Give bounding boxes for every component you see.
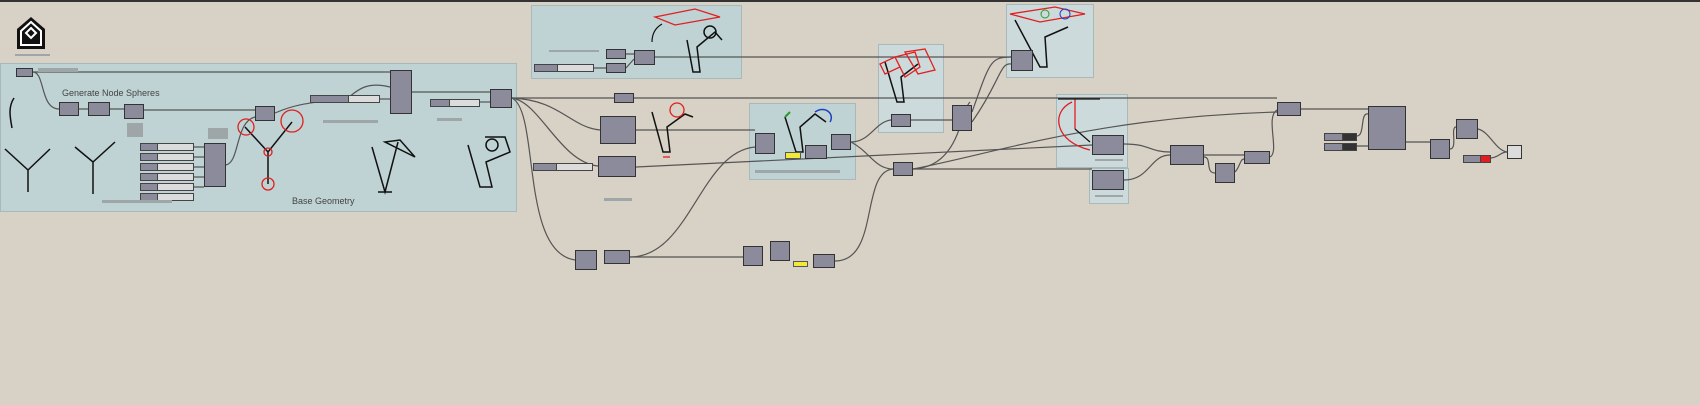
component[interactable] xyxy=(805,145,827,159)
group-vector[interactable] xyxy=(1056,94,1128,168)
boolean-toggle[interactable] xyxy=(1324,133,1357,141)
number-slider[interactable] xyxy=(140,153,194,161)
component[interactable] xyxy=(831,134,851,150)
component[interactable] xyxy=(891,114,911,127)
component[interactable] xyxy=(600,116,636,144)
boolean-toggle[interactable] xyxy=(1324,143,1357,151)
caption-bar xyxy=(755,170,840,173)
number-slider[interactable] xyxy=(140,183,194,191)
number-slider[interactable] xyxy=(430,99,480,107)
caption-bar xyxy=(549,50,599,52)
component[interactable] xyxy=(1011,50,1033,71)
component[interactable] xyxy=(1215,163,1235,183)
component[interactable] xyxy=(743,246,763,266)
caption-bar xyxy=(604,198,632,201)
component[interactable] xyxy=(604,250,630,264)
caption-bar xyxy=(102,200,172,203)
number-slider[interactable] xyxy=(140,143,194,151)
caption-bar xyxy=(38,68,78,72)
component[interactable] xyxy=(575,250,597,270)
component[interactable] xyxy=(490,89,512,108)
component[interactable] xyxy=(634,50,655,65)
caption-bar xyxy=(437,118,462,121)
component[interactable] xyxy=(598,156,636,177)
component[interactable] xyxy=(1092,135,1124,155)
component[interactable] xyxy=(755,133,775,154)
caption-bar xyxy=(323,120,378,123)
group-subtitle: Generate Node Spheres xyxy=(62,88,160,98)
component[interactable] xyxy=(1170,145,1204,165)
component[interactable] xyxy=(59,102,79,116)
component[interactable] xyxy=(813,254,835,268)
yellow-panel[interactable] xyxy=(785,152,801,159)
component[interactable] xyxy=(614,93,634,103)
component[interactable] xyxy=(88,102,110,116)
group-title: Base Geometry xyxy=(292,196,355,206)
component[interactable] xyxy=(124,104,144,119)
logo-icon xyxy=(16,16,46,55)
logo-caption-bar xyxy=(15,54,50,56)
caption-bar xyxy=(1095,159,1123,161)
component[interactable] xyxy=(1244,151,1270,164)
yellow-panel[interactable] xyxy=(793,261,808,267)
number-slider[interactable] xyxy=(310,95,380,103)
component[interactable] xyxy=(255,106,275,121)
group-base-geometry[interactable] xyxy=(0,63,517,212)
component[interactable] xyxy=(204,143,226,187)
number-slider[interactable] xyxy=(140,173,194,181)
component[interactable] xyxy=(1368,106,1406,150)
component[interactable] xyxy=(16,68,33,77)
number-slider[interactable] xyxy=(533,163,593,171)
component[interactable] xyxy=(893,162,913,176)
component[interactable] xyxy=(606,49,626,59)
caption-bar xyxy=(127,123,143,137)
caption-bar xyxy=(208,128,228,139)
output-param[interactable] xyxy=(1507,145,1522,159)
number-slider[interactable] xyxy=(534,64,594,72)
component[interactable] xyxy=(1456,119,1478,139)
number-slider[interactable] xyxy=(140,163,194,171)
component[interactable] xyxy=(390,70,412,114)
boolean-toggle[interactable] xyxy=(1463,155,1491,163)
component[interactable] xyxy=(1430,139,1450,159)
component[interactable] xyxy=(770,241,790,261)
group-boxes[interactable] xyxy=(878,44,944,133)
component[interactable] xyxy=(952,105,972,131)
component[interactable] xyxy=(1092,170,1124,190)
component[interactable] xyxy=(1277,102,1301,116)
component[interactable] xyxy=(606,63,626,73)
caption-bar xyxy=(1095,195,1123,197)
